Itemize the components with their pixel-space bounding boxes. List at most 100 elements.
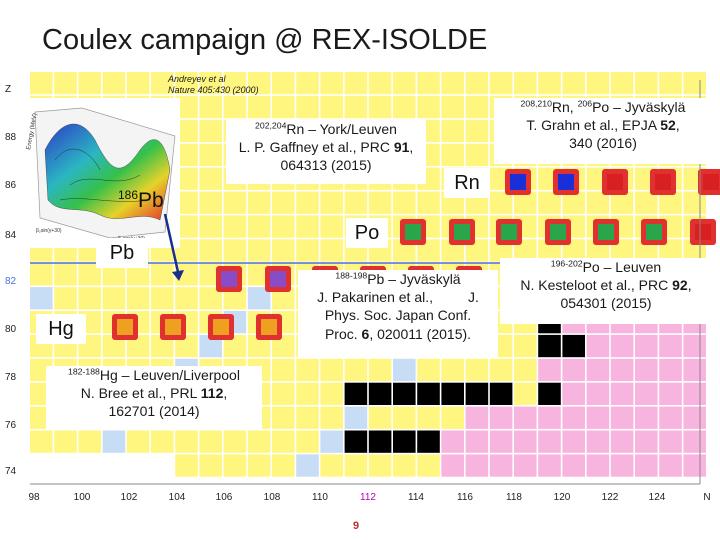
note-rn-jyv-vol: 52	[660, 117, 676, 134]
nuclide-cell	[659, 358, 682, 382]
nuclide-cell	[635, 72, 658, 95]
nuclide-cell	[562, 430, 585, 453]
note-hg-leuven-comma: ,	[223, 385, 228, 402]
nuclide-cell	[441, 430, 464, 453]
nuclide-cell	[296, 382, 319, 405]
x-tick-102: 102	[120, 492, 138, 503]
nuclide-cell	[296, 95, 319, 119]
nuclide-cell	[538, 334, 561, 358]
nuclide-cell	[465, 430, 489, 453]
nuclide-cell	[126, 72, 150, 95]
nuclide-cell	[199, 191, 222, 214]
nuclide-cell	[538, 382, 561, 405]
note-po-leuven-comma: ,	[687, 277, 692, 294]
note-rn-york-mass: 202,204	[255, 120, 287, 131]
nuclide-cell	[659, 454, 682, 477]
nuclide-cell	[102, 430, 126, 453]
pes-inset: Energy (MeV) β₂sin(γ+30) β₂cos(γ+30)	[22, 98, 180, 248]
nuclide-cell	[175, 191, 198, 214]
note-rn-jyv-mass2: 206	[577, 98, 593, 109]
nuclide-cell	[296, 191, 319, 214]
marker-fill	[405, 224, 421, 240]
nuclide-cell	[659, 406, 682, 429]
marker-fill	[558, 174, 574, 190]
nuclide-cell	[489, 430, 513, 453]
nuclide-cell	[441, 382, 464, 405]
note-pb-jyv-line3: Phys. Soc. Japan Conf.	[324, 307, 472, 324]
note-rn-jyv-line3: 340 (2016)	[569, 135, 637, 152]
nuclide-cell	[635, 430, 658, 453]
note-po-leuven-line1: Po – Leuven	[582, 259, 662, 275]
nuclide-cell	[417, 358, 440, 382]
nuclide-cell	[320, 215, 343, 238]
nuclide-cell	[320, 430, 343, 453]
nuclide-cell	[683, 72, 706, 95]
arrow-186pb	[163, 213, 180, 273]
nuclide-cell	[296, 454, 319, 477]
nuclide-cell	[344, 358, 368, 382]
nuclide-cell	[175, 215, 198, 238]
nuclide-cell	[538, 72, 561, 95]
marker-fill	[646, 224, 662, 240]
nuclide-cell	[393, 382, 416, 405]
nuclide-cell	[465, 406, 489, 429]
nuclide-cell	[489, 382, 513, 405]
nuclide-cell	[417, 382, 440, 405]
nuclide-cell	[586, 430, 610, 453]
note-rn-jyv-sym1: Rn,	[551, 99, 578, 115]
nuclide-cell	[223, 334, 247, 358]
nuclide-cell	[465, 382, 489, 405]
note-hg-leuven-line1: Hg – Leuven/Liverpool	[99, 367, 240, 383]
nuclide-cell	[538, 191, 561, 214]
nuclide-cell	[199, 72, 222, 95]
nuclide-cell	[126, 263, 150, 286]
nuclide-cell	[175, 119, 198, 143]
nuclide-cell	[417, 454, 440, 477]
note-hg-leuven-line2: N. Bree et al., PRL	[80, 385, 201, 402]
nuclide-cell	[441, 454, 464, 477]
nuclide-cell	[586, 382, 610, 405]
x-tick-112: 112	[360, 492, 376, 503]
nuclide-cell	[102, 287, 126, 310]
nuclide-cell	[610, 191, 634, 214]
nuclide-cell	[247, 287, 271, 310]
marker-fill	[598, 224, 614, 240]
nuclide-cell	[320, 72, 343, 95]
note-rn-york-line1: Rn – York/Leuven	[286, 121, 397, 137]
nuclide-cell	[368, 191, 392, 214]
nuclide-cell	[102, 72, 126, 95]
nuclide-cell	[538, 454, 561, 477]
nuclide-cell	[562, 191, 585, 214]
y-tick-78: 78	[5, 372, 17, 383]
marker-fill	[117, 319, 133, 335]
marker-fill	[501, 224, 517, 240]
arrow-head-186pb	[172, 270, 184, 281]
nuclide-cell	[223, 239, 247, 262]
nuclide-cell	[223, 454, 247, 477]
nuclide-cell	[199, 119, 222, 143]
nuclide-cell	[272, 382, 295, 405]
nuclide-cell	[514, 358, 537, 382]
nuclide-cell	[320, 95, 343, 119]
nuclide-cell	[247, 191, 271, 214]
nuclide-cell	[610, 358, 634, 382]
marker-fill	[703, 174, 719, 190]
nuclide-cell	[272, 95, 295, 119]
nuclide-cell	[175, 263, 198, 286]
nuclide-cell	[175, 239, 198, 262]
nuclide-cell	[683, 454, 706, 477]
nuclide-cell	[489, 358, 513, 382]
nuclide-cell	[30, 263, 53, 286]
nuclide-cell	[199, 167, 222, 190]
nuclide-cell	[393, 72, 416, 95]
nuclide-cell	[368, 72, 392, 95]
nuclide-cell	[393, 430, 416, 453]
nuclide-cell	[102, 334, 126, 358]
nuclide-cell	[683, 382, 706, 405]
element-label-po: Po	[346, 218, 388, 248]
nuclide-cell	[586, 191, 610, 214]
nuclide-cell	[344, 191, 368, 214]
nuclide-cell	[683, 430, 706, 453]
nuclide-cell	[296, 215, 319, 238]
note-pb-jyvaskyla: 188-198Pb – Jyväskylä J. Pakarinen et al…	[298, 270, 498, 358]
